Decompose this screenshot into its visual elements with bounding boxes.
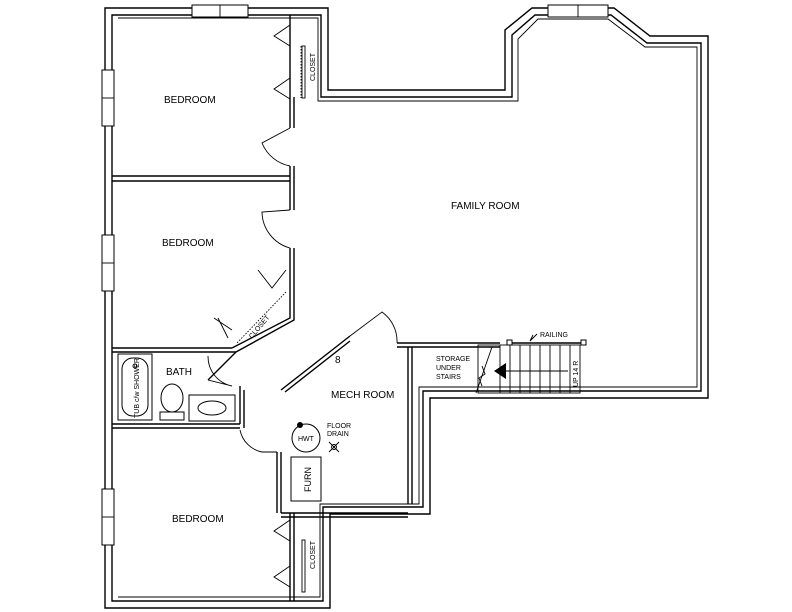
wall-bedroom-bottom-right xyxy=(289,513,295,601)
wall-bedroom-top-right xyxy=(289,15,295,186)
wall-mech-left xyxy=(276,335,351,513)
exterior-wall-liner xyxy=(118,17,698,598)
water-heater xyxy=(291,422,321,453)
label-furnace: FURN xyxy=(303,467,313,492)
floor-drain-icon xyxy=(328,441,340,453)
wall-bath-top xyxy=(112,347,236,353)
room-label-bath: BATH xyxy=(166,367,192,378)
wall-mech-bottom xyxy=(281,512,408,518)
label-storage-2: UNDER xyxy=(436,365,461,372)
door-mech xyxy=(349,311,398,344)
window-left-middle xyxy=(101,234,115,292)
label-closet-bottom: CLOSET xyxy=(310,540,317,569)
closet-bottom-doors xyxy=(273,519,306,593)
stairs xyxy=(475,344,581,394)
label-hwt: HWT xyxy=(298,436,315,443)
wall-mech-top xyxy=(397,342,500,348)
wall-bedroom-top-bottom xyxy=(112,175,290,182)
closet-top-doors xyxy=(273,24,306,100)
window-left-top xyxy=(101,69,115,127)
label-floor-drain-1: FLOOR xyxy=(327,423,351,430)
wall-mech-right xyxy=(407,347,413,504)
label-storage-3: STAIRS xyxy=(436,374,461,381)
room-label-bedroom-bottom: BEDROOM xyxy=(172,514,224,525)
window-left-bottom xyxy=(101,488,115,546)
label-tub-shower: TUB c/w SHOWER xyxy=(134,358,141,418)
exterior-wall-inner xyxy=(111,14,702,602)
label-closet-top: CLOSET xyxy=(310,52,317,81)
railing xyxy=(506,333,587,346)
exterior-wall-outer xyxy=(104,7,709,609)
toilet xyxy=(159,383,185,421)
room-label-family-room: FAMILY ROOM xyxy=(451,201,520,212)
window-family-room xyxy=(547,4,609,18)
closet-middle-doors xyxy=(213,269,287,345)
window-top-bedroom xyxy=(191,4,249,18)
label-stairs-up: UP 14 R xyxy=(573,361,580,387)
door-bath-lower xyxy=(239,429,277,453)
door-bedroom-middle xyxy=(261,209,291,249)
label-storage-1: STORAGE xyxy=(436,356,470,363)
vanity-sink xyxy=(188,394,236,422)
wall-bedroom-middle-right xyxy=(231,186,295,353)
wall-bath-bottom xyxy=(112,423,240,429)
label-railing: RAILING xyxy=(540,332,568,339)
door-bedroom-top xyxy=(261,127,291,167)
wall-bath-right xyxy=(207,351,245,428)
label-mech-tag: 8 xyxy=(335,355,341,366)
door-bath xyxy=(207,355,233,387)
bathtub xyxy=(117,353,153,421)
furnace-box xyxy=(290,456,322,502)
room-label-mech-room: MECH ROOM xyxy=(331,390,394,401)
room-label-bedroom-middle: BEDROOM xyxy=(162,238,214,249)
room-label-bedroom-top: BEDROOM xyxy=(164,95,216,106)
label-floor-drain-2: DRAIN xyxy=(327,431,349,438)
